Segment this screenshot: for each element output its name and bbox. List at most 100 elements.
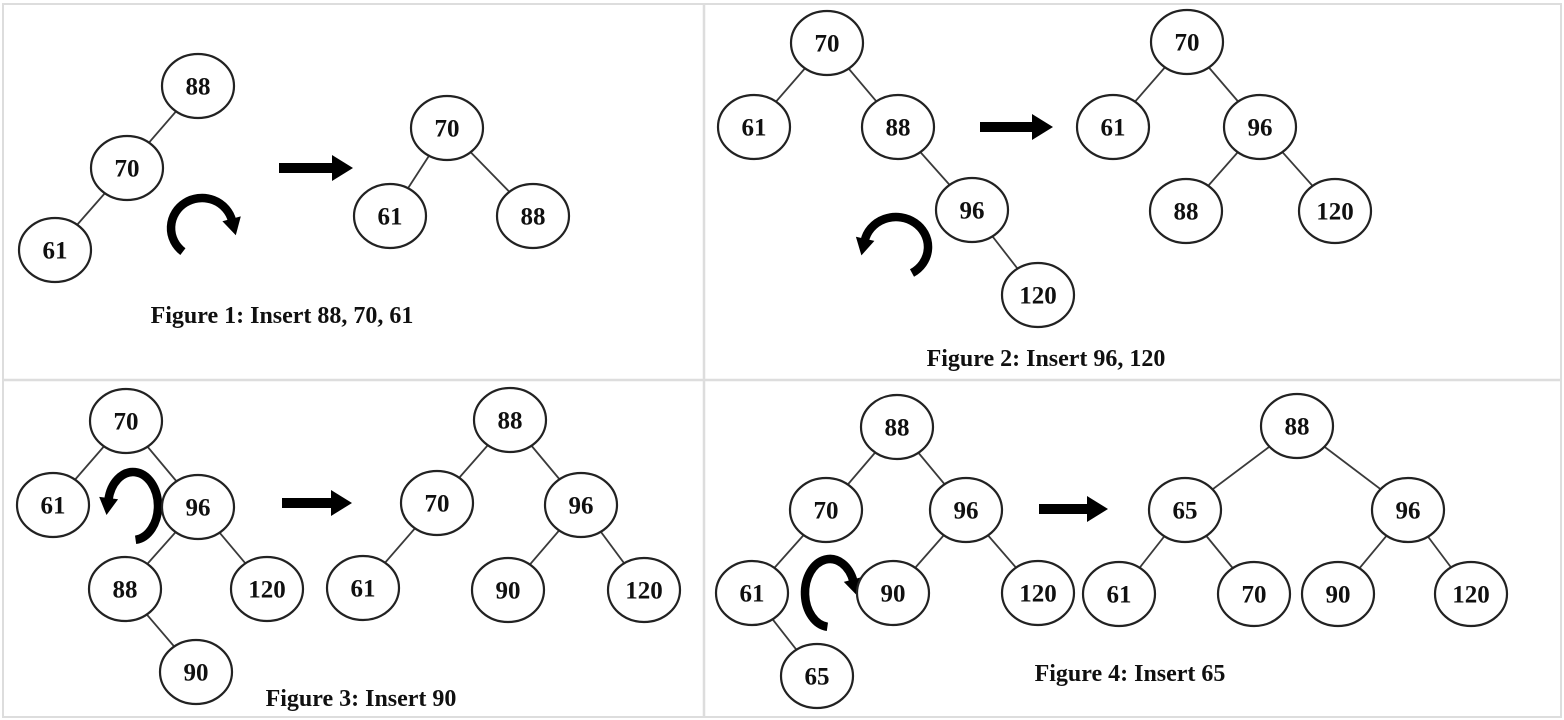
tree-node-circle (1148, 177, 1224, 245)
tree-node-circle (788, 476, 864, 544)
tree-node: 61 (17, 216, 93, 284)
tree-node-label: 65 (805, 664, 830, 691)
tree-node: 70 (88, 387, 164, 455)
tree-node-circle (1081, 560, 1157, 628)
tree-node-label: 70 (425, 491, 450, 518)
transform-arrowhead-icon (332, 155, 353, 181)
tree-node-circle (160, 473, 236, 541)
tree-node-label: 120 (1316, 199, 1354, 226)
tree-node: 88 (87, 555, 163, 623)
tree-node: 120 (1297, 177, 1373, 245)
tree-node: 96 (160, 473, 236, 541)
tree-node: 90 (158, 638, 234, 706)
tree-node-circle (1149, 8, 1225, 76)
tree-node-label: 88 (186, 74, 211, 101)
rotation-arrowhead-icon (99, 496, 119, 515)
tree-node-circle (158, 638, 234, 706)
tree-node-label: 61 (742, 115, 767, 142)
tree-node-label: 70 (435, 116, 460, 143)
rotation-arrow-icon (860, 212, 933, 277)
tree-node: 96 (934, 176, 1010, 244)
tree-node: 70 (788, 476, 864, 544)
tree-node-circle (934, 176, 1010, 244)
tree-node-label: 96 (954, 498, 979, 525)
tree-node-label: 88 (885, 415, 910, 442)
tree-node-circle (789, 9, 865, 77)
tree-node: 120 (229, 555, 305, 623)
transform-arrowhead-icon (1032, 114, 1053, 140)
tree-node: 120 (1433, 560, 1509, 628)
tree-node: 96 (543, 471, 619, 539)
tree-node-label: 65 (1173, 498, 1198, 525)
tree-node-label: 120 (1019, 283, 1057, 310)
tree-node: 65 (1147, 476, 1223, 544)
tree-node-label: 96 (1248, 115, 1273, 142)
tree-node: 88 (859, 393, 935, 461)
tree-node-circle (470, 556, 546, 624)
rotation-arrow-icon (166, 193, 237, 255)
tree-node: 90 (1300, 560, 1376, 628)
tree-node-circle (928, 476, 1004, 544)
tree-node-circle (716, 93, 792, 161)
tree-node-label: 61 (1101, 115, 1126, 142)
tree-node-label: 61 (41, 493, 66, 520)
tree-node-label: 61 (351, 576, 376, 603)
tree-node-circle (1222, 93, 1298, 161)
tree-node-circle (325, 554, 401, 622)
tree-node: 61 (714, 559, 790, 627)
tree-node-circle (855, 559, 931, 627)
tree-node: 70 (1149, 8, 1225, 76)
rotation-arrowhead-icon (222, 216, 241, 236)
figure-caption: Figure 1: Insert 88, 70, 61 (151, 303, 414, 329)
tree-node: 70 (789, 9, 865, 77)
tree-node: 70 (89, 134, 165, 202)
tree-node-circle (17, 216, 93, 284)
tree-node: 90 (855, 559, 931, 627)
tree-node: 70 (409, 94, 485, 162)
tree-node-label: 90 (184, 660, 209, 687)
tree-node-label: 88 (886, 115, 911, 142)
tree-node-circle (399, 469, 475, 537)
tree-node-circle (1433, 560, 1509, 628)
tree-node-circle (860, 93, 936, 161)
rotation-arrowhead-icon (855, 236, 875, 256)
tree-node: 70 (1216, 560, 1292, 628)
tree-node-label: 96 (960, 198, 985, 225)
tree-node: 90 (470, 556, 546, 624)
tree-node-circle (472, 386, 548, 454)
tree-node-circle (1075, 93, 1151, 161)
tree-node-label: 120 (625, 578, 663, 605)
tree-node-label: 61 (1107, 582, 1132, 609)
tree-node: 61 (716, 93, 792, 161)
tree-node: 65 (779, 642, 855, 710)
tree-node: 120 (606, 556, 682, 624)
figure-caption: Figure 2: Insert 96, 120 (927, 346, 1166, 372)
tree-node: 61 (15, 471, 91, 539)
figure-caption: Figure 3: Insert 90 (266, 686, 457, 712)
tree-node-label: 96 (1396, 498, 1421, 525)
tree-node: 88 (1148, 177, 1224, 245)
tree-node: 96 (1222, 93, 1298, 161)
tree-node-label: 70 (114, 409, 139, 436)
tree-node-circle (88, 387, 164, 455)
tree-node-label: 90 (496, 578, 521, 605)
tree-node-circle (409, 94, 485, 162)
tree-node-label: 90 (1326, 582, 1351, 609)
tree-node-label: 61 (378, 204, 403, 231)
tree-node-label: 96 (186, 495, 211, 522)
tree-node-label: 120 (248, 577, 286, 604)
tree-node-label: 70 (815, 31, 840, 58)
transform-arrowhead-icon (1087, 496, 1108, 522)
tree-node: 88 (1259, 392, 1335, 460)
tree-node-label: 70 (814, 498, 839, 525)
tree-node-circle (495, 182, 571, 250)
tree-node-label: 88 (521, 204, 546, 231)
tree-node-circle (352, 182, 428, 250)
tree-node-label: 88 (1174, 199, 1199, 226)
tree-node: 88 (472, 386, 548, 454)
tree-node-circle (1300, 560, 1376, 628)
